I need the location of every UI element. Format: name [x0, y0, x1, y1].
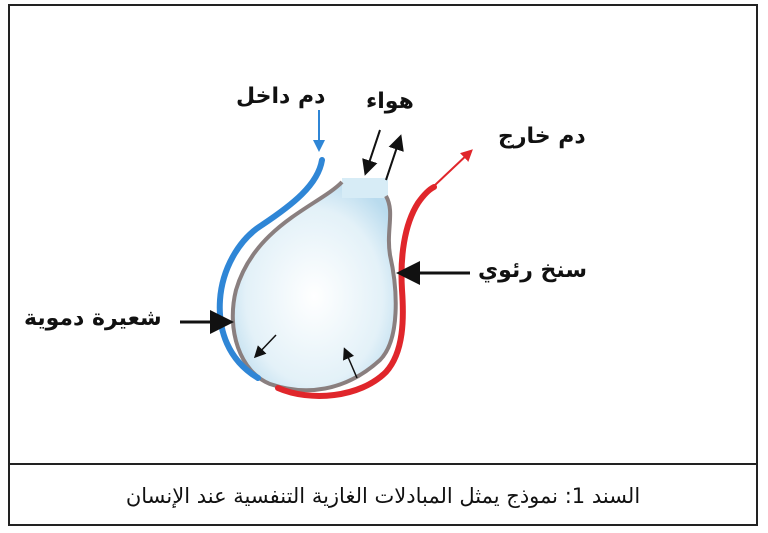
alveolar-wall-label: سنخ رئوي — [478, 258, 588, 283]
capillary-blue — [216, 157, 325, 381]
alveolar-wall — [230, 180, 398, 393]
co2-diffusion-arrow — [343, 347, 358, 379]
blood-in-label: دم داخل — [236, 84, 326, 109]
o2-diffusion-arrow — [253, 334, 277, 359]
air-in-arrow — [362, 129, 381, 176]
air-label: هواء — [366, 89, 414, 114]
capillary-red — [275, 184, 437, 399]
figure-caption: السند 1: نموذج يمثل المبادلات الغازية ال… — [125, 483, 641, 508]
capillary-label: شعيرة دموية — [24, 306, 162, 331]
air-opening-fill — [342, 178, 388, 198]
blood-out-label: دم خارج — [498, 124, 586, 149]
air-out-arrow — [385, 134, 404, 181]
caption-divider — [8, 463, 758, 465]
alveolus-sac — [232, 182, 396, 391]
blood-out-arrow — [433, 149, 473, 187]
